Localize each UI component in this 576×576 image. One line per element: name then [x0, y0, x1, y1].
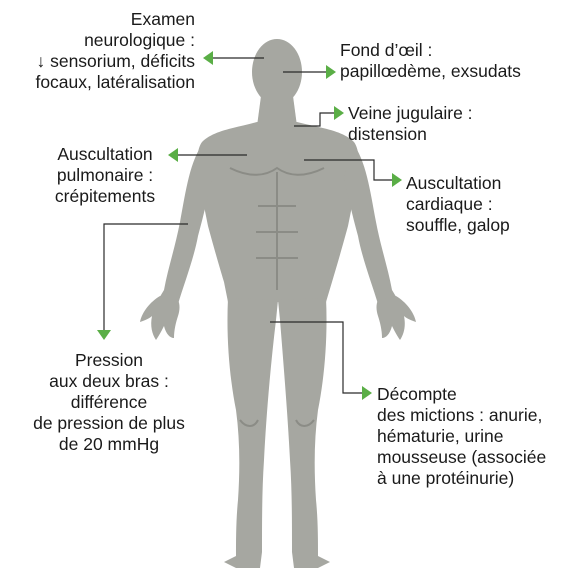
label-line: à une protéinurie): [377, 468, 546, 489]
label-line: de pression de plus: [14, 413, 204, 434]
left-hand: [140, 296, 180, 340]
label-line: Auscultation: [30, 144, 180, 165]
label-line: des mictions : anurie,: [377, 405, 546, 426]
label-line: Auscultation: [406, 173, 510, 194]
label-jugular-vein: Veine jugulaire :distension: [348, 103, 473, 145]
label-line: pulmonaire :: [30, 165, 180, 186]
label-line: Veine jugulaire :: [348, 103, 473, 124]
label-line: Examen: [35, 9, 195, 30]
arrow-jugular: [334, 106, 344, 120]
label-fundus: Fond d’œil :papillœdème, exsudats: [340, 40, 521, 82]
label-line: neurologique :: [35, 30, 195, 51]
right-hand: [377, 296, 417, 340]
arrow-fundus: [326, 65, 336, 79]
label-line: crépitements: [30, 186, 180, 207]
arrow-pressure: [97, 330, 111, 340]
label-line: Fond d’œil :: [340, 40, 521, 61]
neck: [257, 96, 297, 126]
label-line: Pression: [14, 350, 204, 371]
label-line: souffle, galop: [406, 215, 510, 236]
right-leg: [278, 298, 330, 568]
label-line: papillœdème, exsudats: [340, 61, 521, 82]
label-line: hématurie, urine: [377, 426, 546, 447]
label-line: aux deux bras :: [14, 371, 204, 392]
label-line: ↓ sensorium, déficits: [35, 51, 195, 72]
label-line: différence: [14, 392, 204, 413]
left-leg: [224, 298, 278, 568]
label-line: cardiaque :: [406, 194, 510, 215]
label-line: focaux, latéralisation: [35, 72, 195, 93]
label-line: distension: [348, 124, 473, 145]
label-line: de 20 mmHg: [14, 434, 204, 455]
arrow-neuro: [203, 51, 213, 65]
arrow-heart: [392, 173, 402, 187]
label-line: Décompte: [377, 384, 546, 405]
label-line: mousseuse (associée: [377, 447, 546, 468]
arrow-urine: [362, 386, 372, 400]
right-arm: [344, 142, 398, 304]
